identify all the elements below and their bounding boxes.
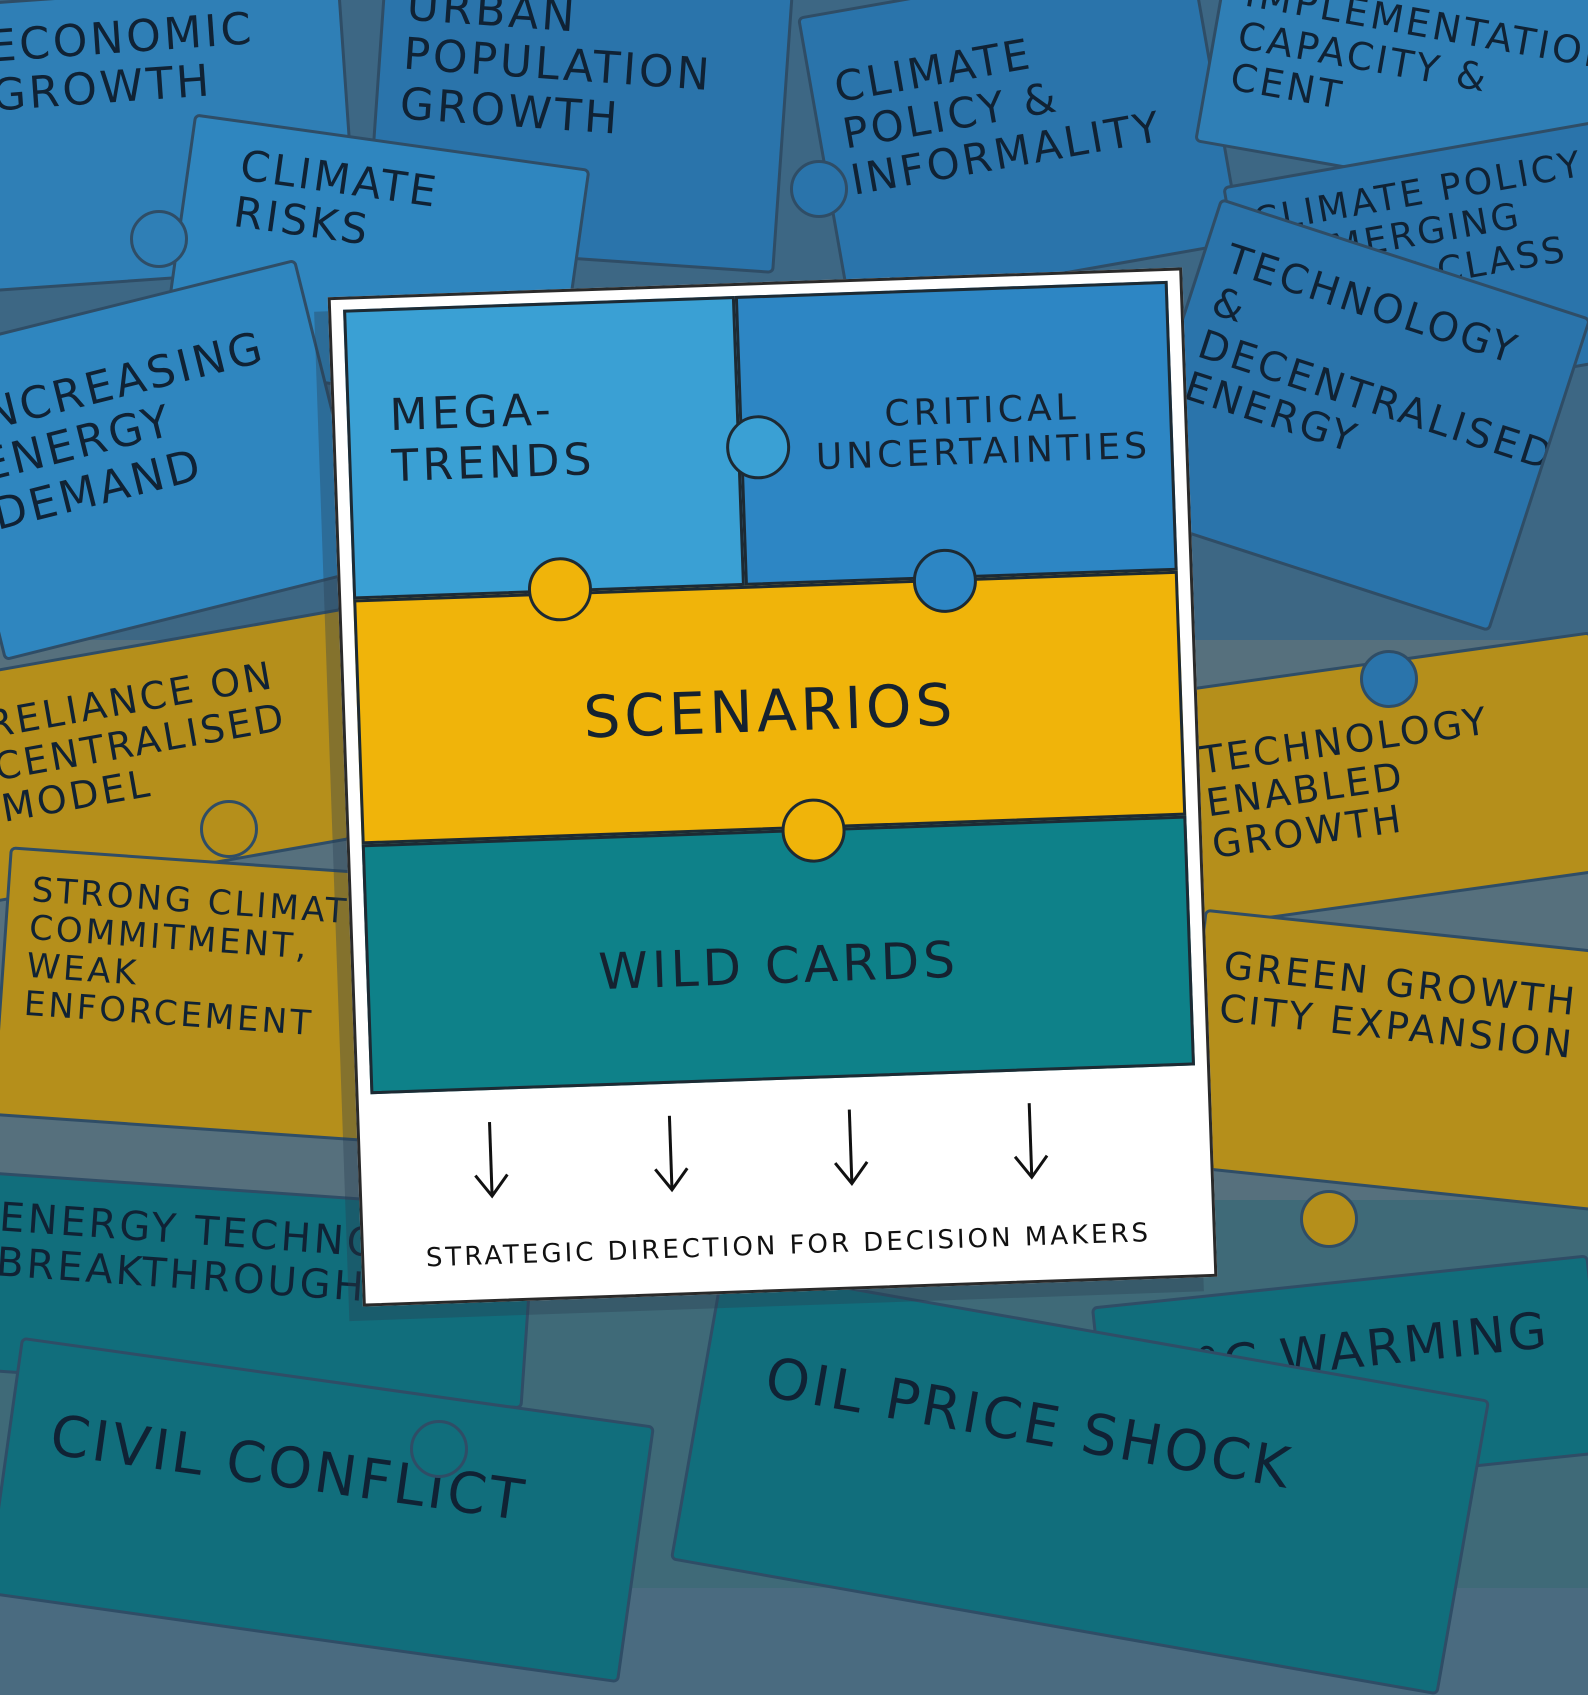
puzzle-knob <box>1300 1190 1358 1248</box>
scenarios-label: SCENARIOS <box>582 670 958 752</box>
piece-label: IMPLEMENTATION CAPACITY & CENT <box>1227 0 1588 118</box>
piece-label: OIL PRICE SHOCK <box>760 1345 1298 1503</box>
piece-label: STRONG CLIMATE COMMITMENT, WEAK ENFORCEM… <box>22 870 375 1045</box>
piece-label: CLIMATE RISKS <box>230 140 443 255</box>
strategic-direction-caption: STRATEGIC DIRECTION FOR DECISION MAKERS <box>425 1218 1152 1274</box>
puzzle-knob <box>200 800 258 858</box>
wild-cards-label: WILD CARDS <box>597 930 960 1002</box>
scenario-framework-card: MEGA- TRENDS CRITICAL UNCERTAINTIES SCEN… <box>327 267 1218 1307</box>
down-arrow-icon <box>834 1109 869 1186</box>
card-footer: STRATEGIC DIRECTION FOR DECISION MAKERS <box>359 1070 1215 1304</box>
puzzle-knob <box>790 160 848 218</box>
down-arrow-icon <box>1013 1103 1049 1180</box>
piece-label: CLIMATE POLICY & INFORMALITY <box>830 29 1166 205</box>
down-arrow-icon <box>654 1115 689 1193</box>
card-puzzle-area: MEGA- TRENDS CRITICAL UNCERTAINTIES SCEN… <box>343 280 1195 1095</box>
piece-green-growth-city-expansion: GREEN GROWTH CITY EXPANSION <box>1177 908 1588 1212</box>
piece-label: URBAN POPULATION GROWTH <box>398 0 714 145</box>
piece-label: RELIANCE ON CENTRALISED MODEL <box>0 653 290 831</box>
piece-label: TECHNOLOGY ENABLED GROWTH <box>1197 698 1492 867</box>
puzzle-knob <box>130 210 188 268</box>
critical-uncertainties-piece: CRITICAL UNCERTAINTIES <box>734 280 1178 586</box>
puzzle-knob <box>410 1420 468 1478</box>
megatrends-label: MEGA- TRENDS <box>388 384 597 492</box>
megatrends-piece: MEGA- TRENDS <box>343 296 745 600</box>
puzzle-knob <box>1360 650 1418 708</box>
piece-label: INCREASING ENERGY DEMAND <box>0 321 271 541</box>
critical-uncertainties-label: CRITICAL UNCERTAINTIES <box>815 387 1152 479</box>
wild-cards-piece: WILD CARDS <box>361 815 1195 1095</box>
piece-label: ECONOMIC GROWTH <box>0 3 256 122</box>
scenarios-piece: SCENARIOS <box>353 570 1187 845</box>
down-arrow-icon <box>474 1122 509 1199</box>
piece-label: GREEN GROWTH CITY EXPANSION <box>1217 943 1580 1067</box>
